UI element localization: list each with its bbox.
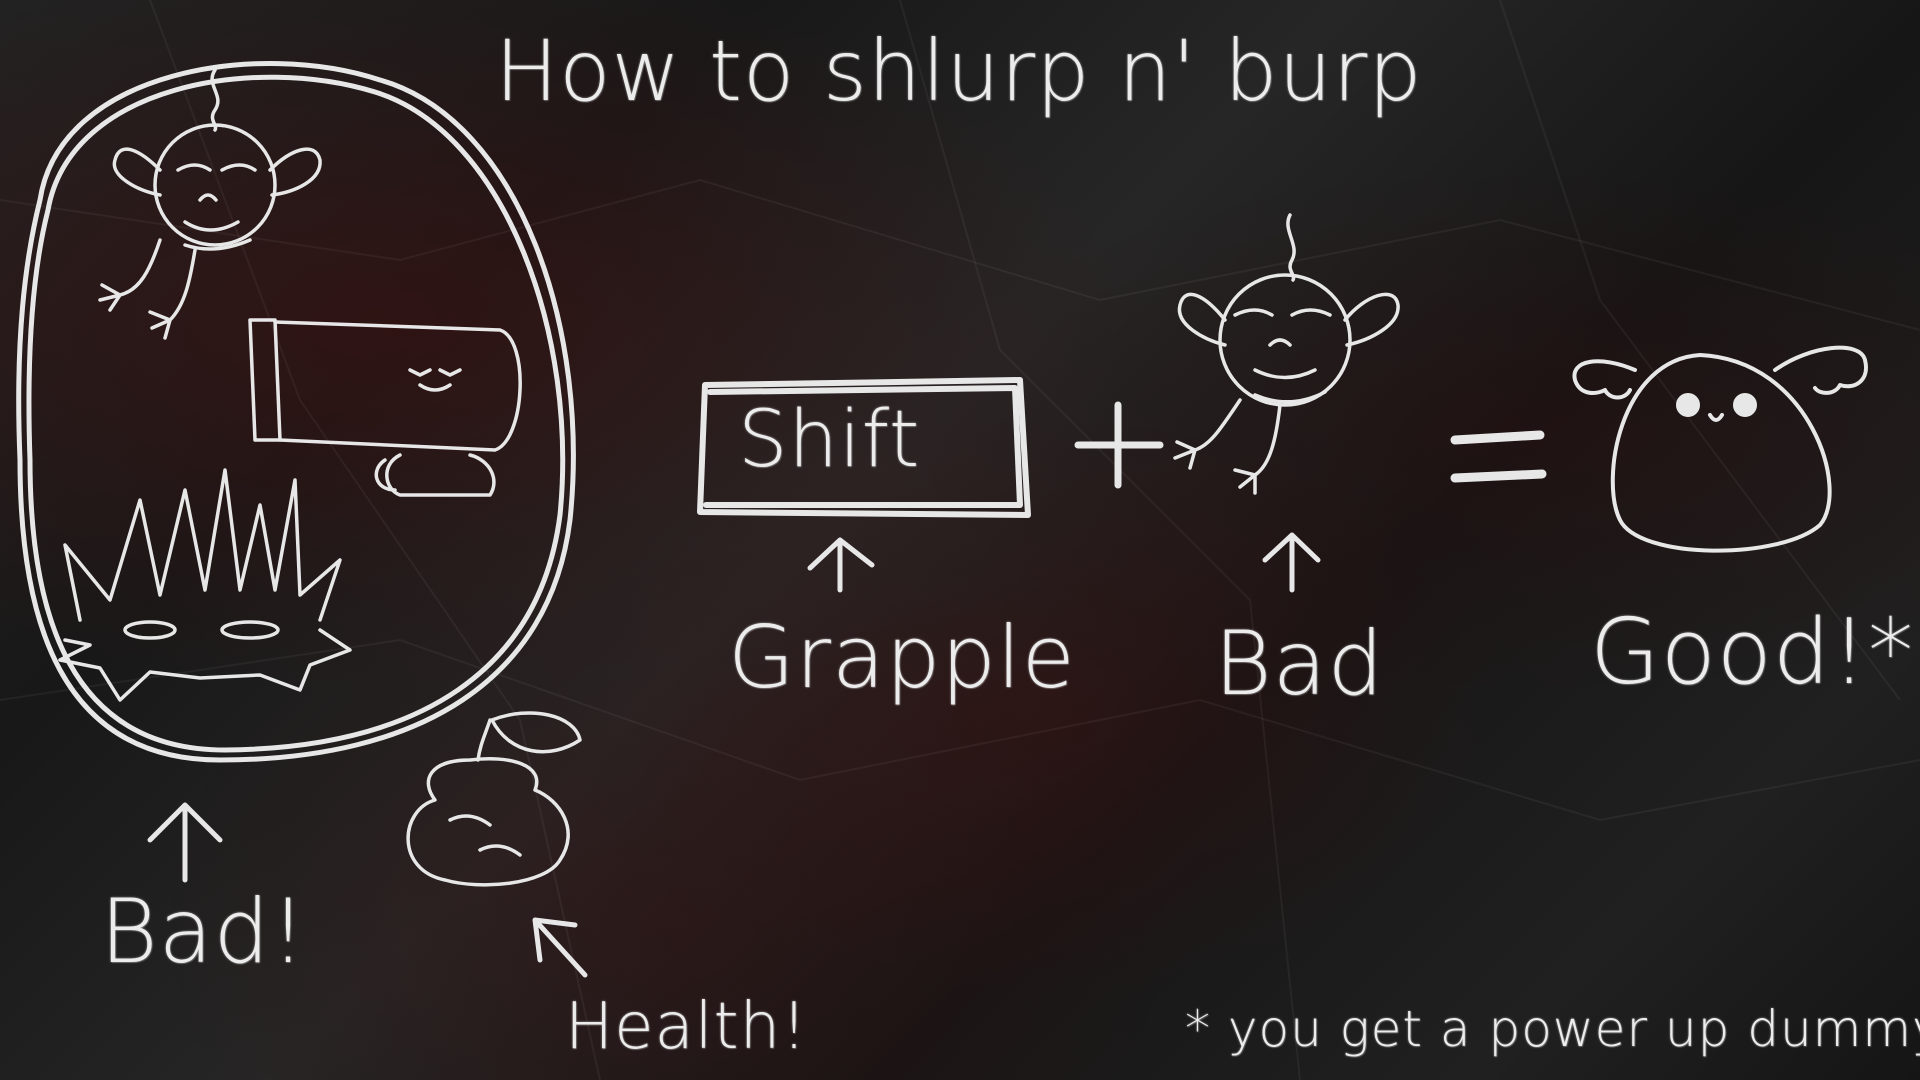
bad-caption: Bad (1214, 612, 1385, 715)
grapple-caption: Grapple (728, 608, 1076, 708)
plus-icon (1074, 401, 1164, 489)
grapple-arrow-icon (807, 537, 875, 593)
equals-icon (1450, 430, 1547, 483)
goblin-bad-icon (1173, 213, 1400, 495)
bad-group-circle (16, 61, 576, 763)
good-caption: Good!* (1590, 600, 1915, 705)
spiky-enemy-icon (58, 468, 352, 702)
health-arrow-icon (532, 917, 588, 978)
bad-group-caption: Bad! (100, 880, 307, 983)
bad-group-arrow-icon (147, 802, 223, 883)
shift-key-label: Shift (738, 395, 921, 485)
health-caption: Health! (565, 990, 808, 1064)
tube-enemy-icon (248, 318, 522, 497)
shift-key-box (697, 377, 1031, 518)
footnote: * you get a power up dummy (1185, 1000, 1920, 1058)
tutorial-title: How to shlurp n' burp (495, 22, 1423, 120)
bad-arrow-icon (1262, 532, 1321, 593)
goblin-enemy-icon (98, 68, 322, 340)
health-fruit-icon (406, 711, 582, 887)
arrows (147, 532, 1321, 978)
good-blob-icon (1572, 345, 1868, 553)
